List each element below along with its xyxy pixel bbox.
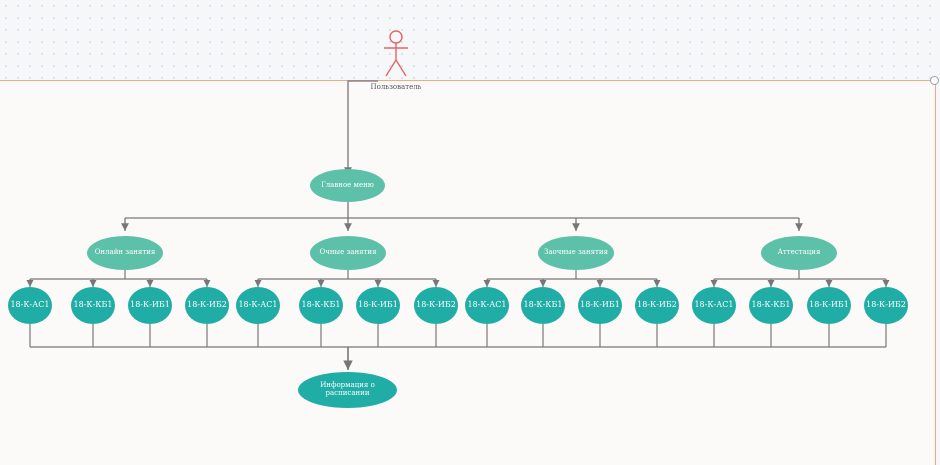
category-attestation-node[interactable]: Аттестация (761, 236, 837, 270)
group-label: 18-К-КБ1 (751, 300, 791, 310)
group-node[interactable]: 18-К-АС1 (236, 287, 280, 324)
group-node[interactable]: 18-К-ИБ1 (128, 287, 172, 324)
category-label: Онлайн занятия (94, 248, 156, 257)
main-menu-label: Главное меню (321, 180, 374, 189)
resize-handle[interactable] (930, 76, 939, 85)
group-label: 18-К-ИБ1 (809, 300, 849, 310)
category-fulltime-node[interactable]: Очные занятия (310, 236, 386, 270)
group-node[interactable]: 18-К-КБ1 (749, 287, 793, 324)
category-extramural-node[interactable]: Заочные занятия (538, 236, 614, 270)
actor-to-menu-connector (344, 80, 378, 175)
actor-icon[interactable] (384, 30, 408, 77)
group-node[interactable]: 18-К-ИБ2 (864, 287, 908, 324)
group-label: 18-К-КБ1 (523, 300, 563, 310)
actor-label: Пользователь (370, 83, 422, 91)
groups-to-result-connectors (29, 324, 887, 370)
category-label: Заочные занятия (543, 248, 608, 257)
group-label: 18-К-АС1 (467, 300, 507, 310)
menu-to-categories-connectors (121, 202, 803, 231)
group-label: 18-К-КБ1 (73, 300, 113, 310)
group-label: 18-К-ИБ2 (187, 300, 227, 310)
group-label: 18-К-ИБ1 (130, 300, 170, 310)
group-node[interactable]: 18-К-ИБ1 (578, 287, 622, 324)
group-node[interactable]: 18-К-КБ1 (299, 287, 343, 324)
group-label: 18-К-АС1 (694, 300, 734, 310)
group-label: 18-К-ИБ2 (416, 300, 456, 310)
category-label: Очные занятия (319, 248, 377, 257)
group-node[interactable]: 18-К-КБ1 (521, 287, 565, 324)
group-node[interactable]: 18-К-АС1 (465, 287, 509, 324)
main-menu-node[interactable]: Главное меню (310, 169, 385, 202)
category-to-group-connectors (26, 270, 890, 287)
group-label: 18-К-АС1 (238, 300, 278, 310)
diagram-canvas (0, 80, 936, 465)
group-node[interactable]: 18-К-ИБ2 (414, 287, 458, 324)
schedule-info-node[interactable]: Информация о расписании (298, 372, 397, 408)
group-node[interactable]: 18-К-АС1 (692, 287, 736, 324)
group-label: 18-К-ИБ2 (866, 300, 906, 310)
group-node[interactable]: 18-К-ИБ1 (807, 287, 851, 324)
schedule-info-label: Информация о расписании (320, 381, 375, 397)
group-node[interactable]: 18-К-ИБ2 (635, 287, 679, 324)
group-node[interactable]: 18-К-ИБ2 (185, 287, 229, 324)
category-online-node[interactable]: Онлайн занятия (87, 236, 163, 270)
group-label: 18-К-ИБ1 (358, 300, 398, 310)
group-node[interactable]: 18-К-АС1 (8, 287, 52, 324)
category-label: Аттестация (777, 248, 821, 257)
group-label: 18-К-ИБ1 (580, 300, 620, 310)
group-node[interactable]: 18-К-ИБ1 (356, 287, 400, 324)
group-node[interactable]: 18-К-КБ1 (71, 287, 115, 324)
group-label: 18-К-КБ1 (301, 300, 341, 310)
group-label: 18-К-ИБ2 (637, 300, 677, 310)
group-label: 18-К-АС1 (10, 300, 50, 310)
